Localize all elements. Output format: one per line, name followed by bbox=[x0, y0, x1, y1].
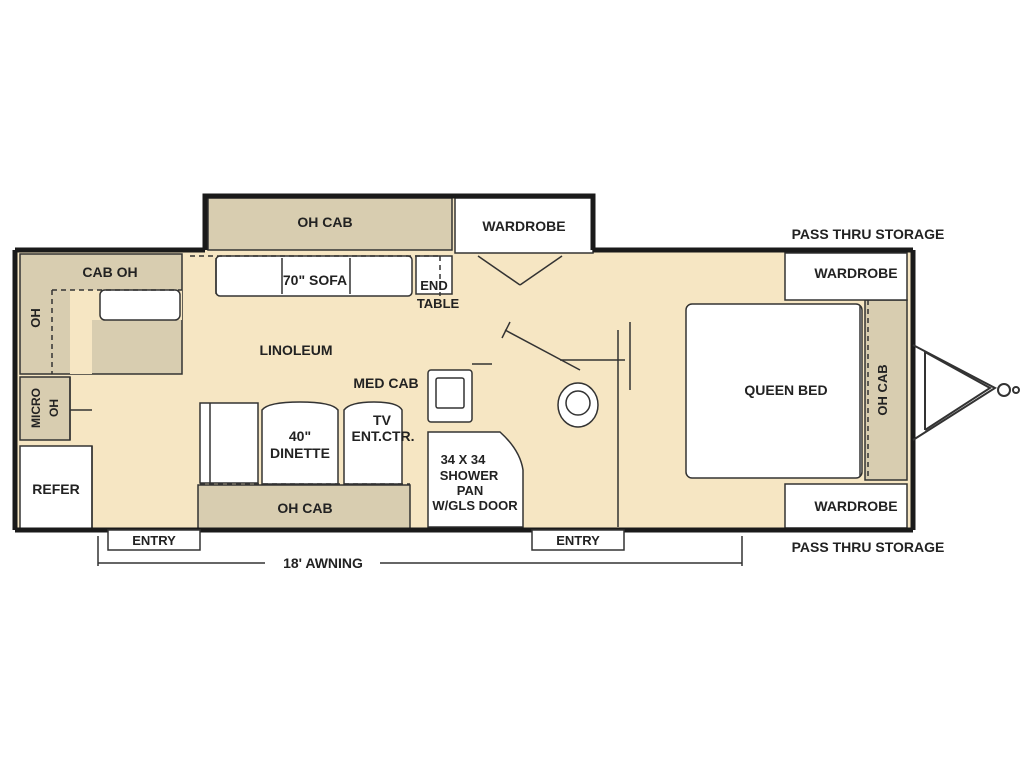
detail-lines bbox=[69, 255, 861, 529]
awning-line bbox=[97, 536, 743, 566]
refrigerator bbox=[19, 445, 93, 530]
wardrobe-right-top bbox=[784, 252, 908, 301]
refer-label: REFER bbox=[32, 481, 79, 497]
wardrobe-right-bottom-label: WARDROBE bbox=[814, 498, 897, 514]
entry-right-label: ENTRY bbox=[556, 533, 600, 548]
oh-cab-top-label: OH CAB bbox=[297, 214, 352, 230]
shower-label-4: W/GLS DOOR bbox=[432, 498, 518, 513]
pass-thru-storage-bottom-label: PASS THRU STORAGE bbox=[792, 539, 945, 555]
entry-door-right bbox=[531, 529, 625, 551]
shower-label-2: SHOWER bbox=[440, 468, 499, 483]
kitchen-sink bbox=[99, 289, 181, 321]
oh-cab-bottom-label: OH CAB bbox=[277, 500, 332, 516]
dinette-label-2: DINETTE bbox=[270, 445, 330, 461]
bathroom-sink-counter bbox=[427, 369, 473, 423]
oh-left-label: OH bbox=[28, 308, 43, 328]
entry-left-label: ENTRY bbox=[132, 533, 176, 548]
linoleum-label: LINOLEUM bbox=[259, 342, 332, 358]
dinette-label-1: 40" bbox=[289, 428, 311, 444]
pass-thru-storage-top-label: PASS THRU STORAGE bbox=[792, 226, 945, 242]
med-cab-label: MED CAB bbox=[353, 375, 418, 391]
wardrobe-top bbox=[454, 197, 594, 254]
tv-ent-center bbox=[343, 401, 403, 485]
oh-cab-right-label: OH CAB bbox=[875, 364, 890, 415]
cab-oh-label: CAB OH bbox=[82, 264, 137, 280]
end-table-label-2: TABLE bbox=[417, 296, 460, 311]
awning-label: 18' AWNING bbox=[283, 555, 363, 571]
micro-label-2: OH bbox=[47, 399, 61, 417]
entry-door-left bbox=[107, 529, 201, 551]
end-table bbox=[415, 255, 453, 295]
shower-label-3: PAN bbox=[457, 483, 483, 498]
dinette-table bbox=[261, 401, 339, 485]
queen-bed bbox=[685, 303, 863, 479]
wardrobe-top-label: WARDROBE bbox=[482, 218, 565, 234]
tv-label-2: ENT.CTR. bbox=[352, 428, 415, 444]
exterior-walls bbox=[12, 193, 916, 533]
tv-label-1: TV bbox=[373, 412, 392, 428]
micro-cabinet bbox=[19, 376, 71, 441]
shower-pan bbox=[427, 431, 524, 528]
micro-label-1: MICRO bbox=[29, 388, 43, 428]
wardrobe-right-top-label: WARDROBE bbox=[814, 265, 897, 281]
end-table-label-1: END bbox=[420, 278, 447, 293]
shower-label-1: 34 X 34 bbox=[441, 452, 487, 467]
sofa-label: 70" SOFA bbox=[283, 272, 347, 288]
trailer-hitch bbox=[912, 344, 1020, 441]
dashed-outlines bbox=[51, 255, 869, 485]
oh-cab-right bbox=[864, 299, 908, 481]
oh-cab-top bbox=[207, 197, 453, 251]
queen-bed-label: QUEEN BED bbox=[744, 382, 827, 398]
oh-cab-bottom bbox=[197, 484, 411, 530]
wardrobe-right-bottom bbox=[784, 483, 908, 529]
dinette-bench-left bbox=[199, 402, 259, 484]
toilet bbox=[557, 382, 599, 428]
